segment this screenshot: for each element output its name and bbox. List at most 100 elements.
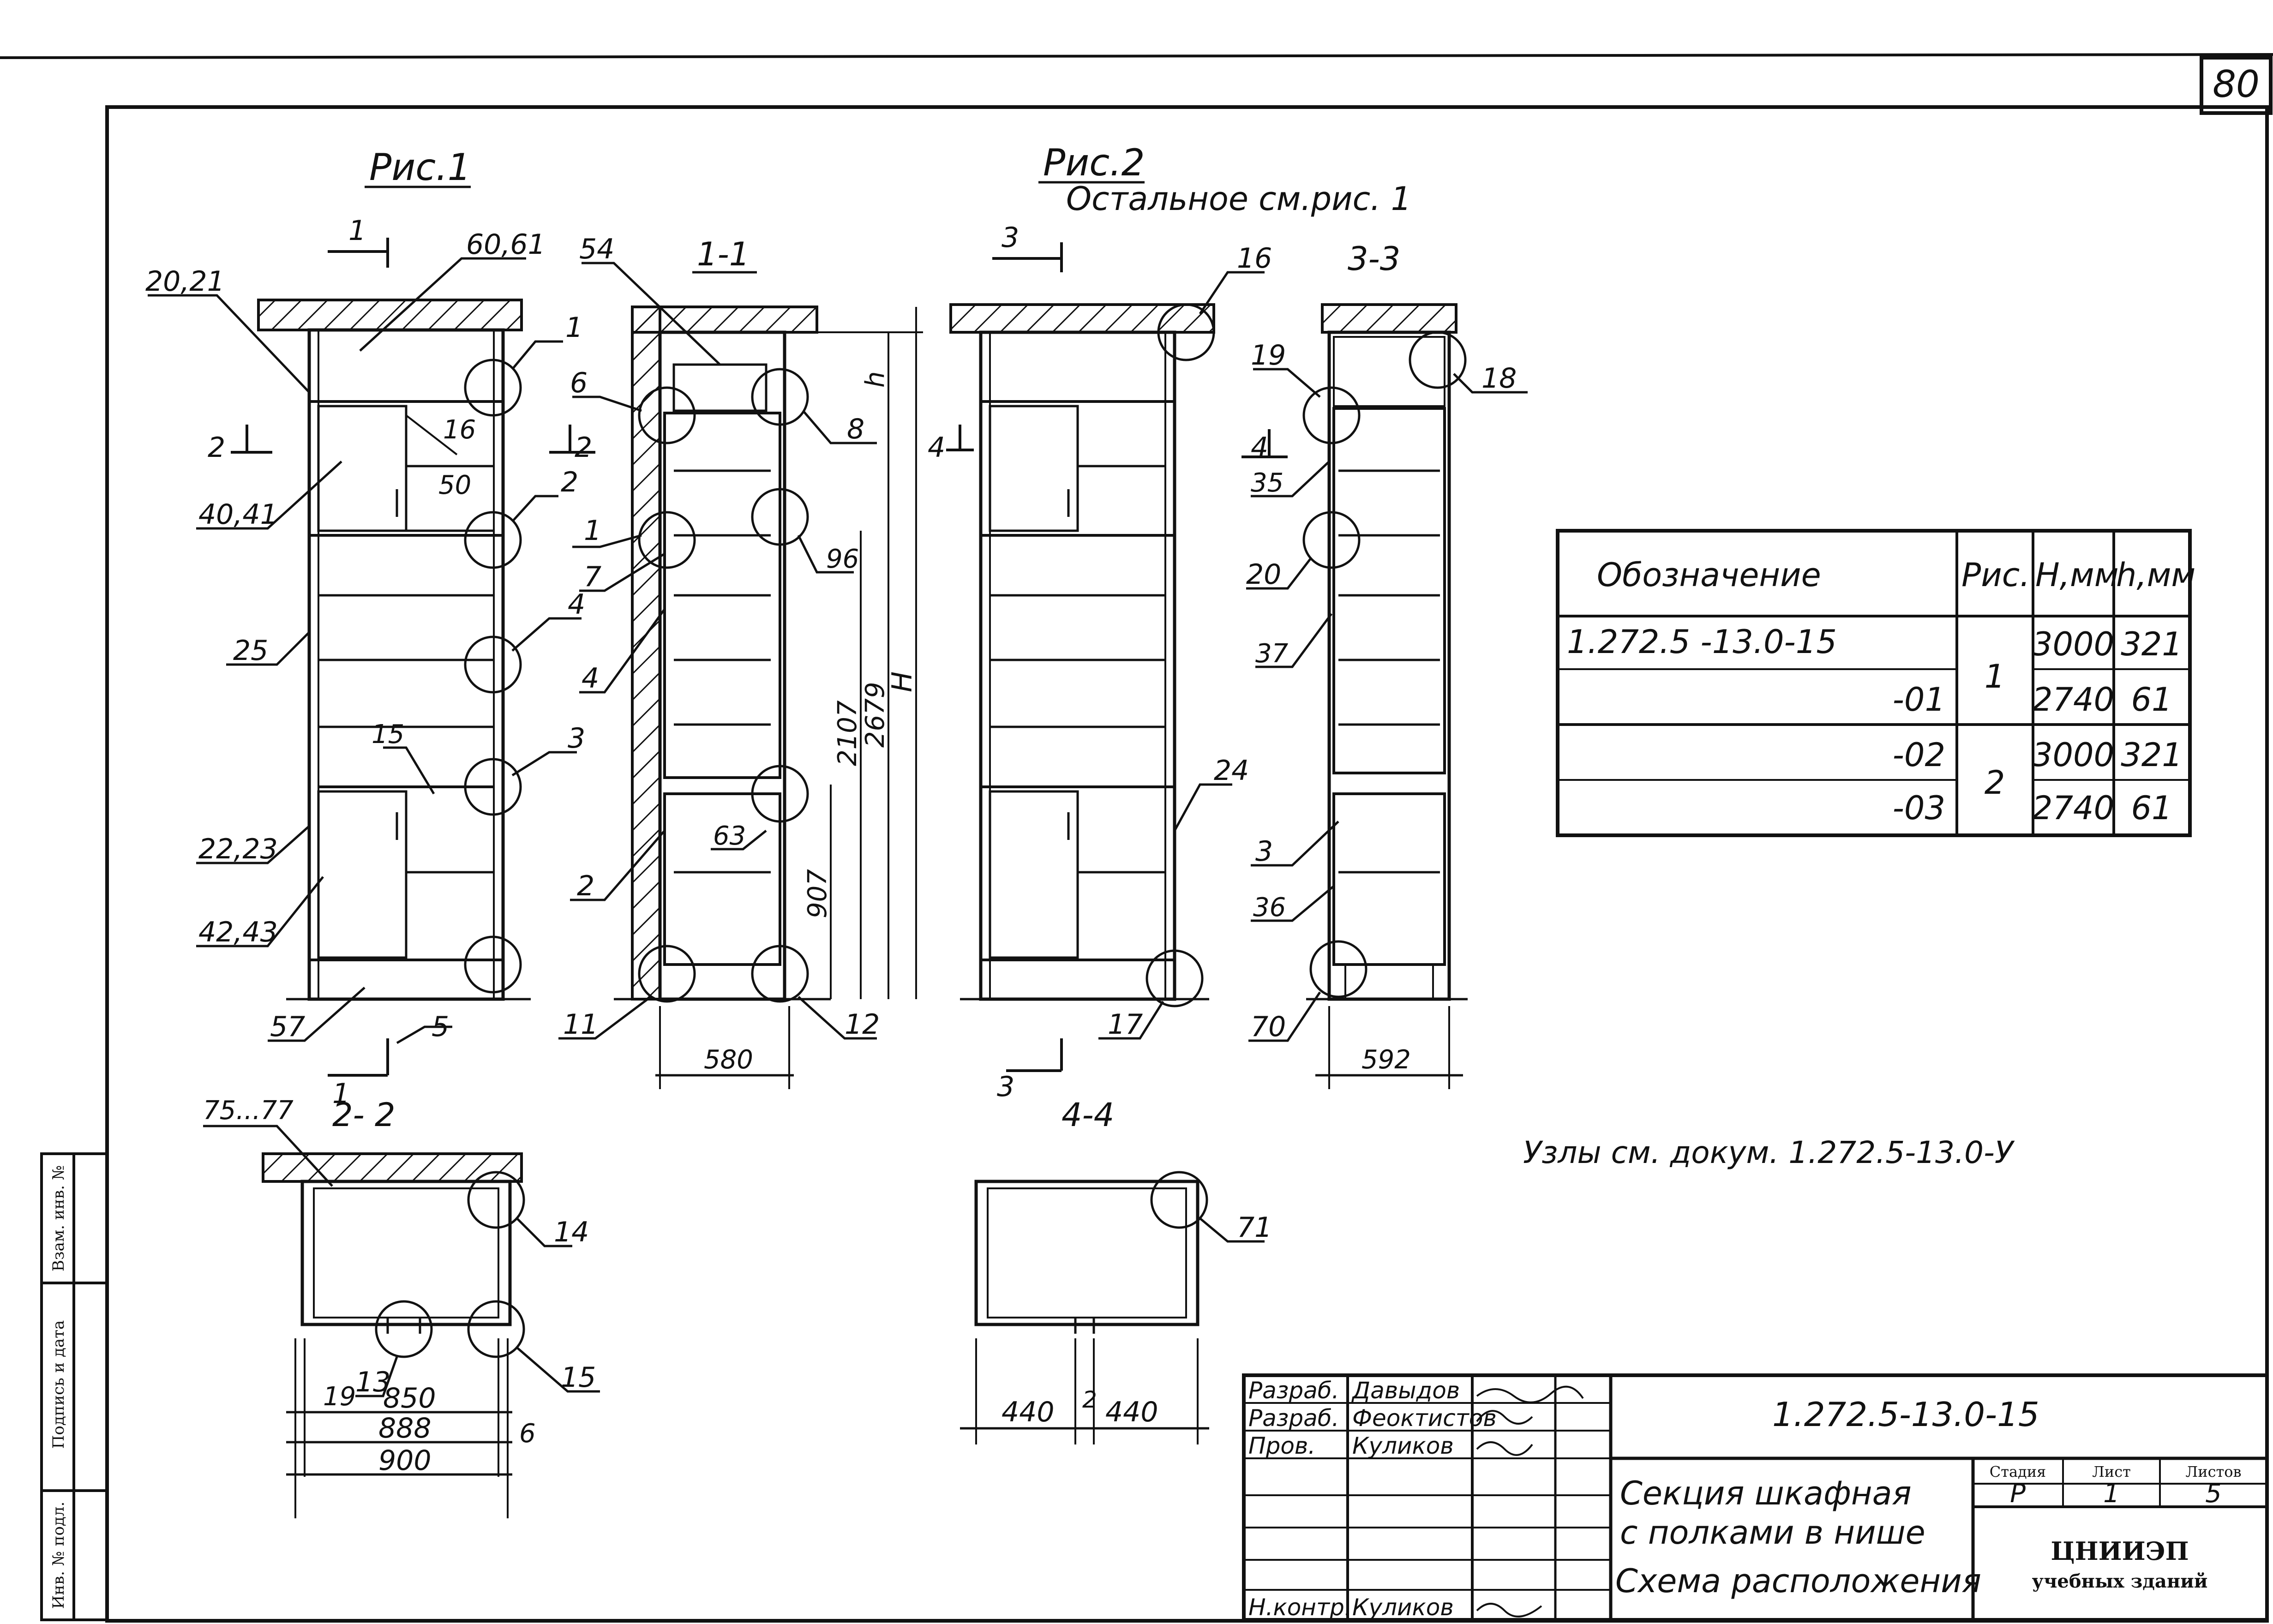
s33-callout-35: 35: [1251, 468, 1283, 498]
s11-callout-11: 11: [563, 1008, 598, 1041]
title-role-3: Н.контр.: [1248, 1594, 1352, 1621]
section-mark-2-right: 2: [575, 431, 592, 464]
section-mark-1-bottom: 1: [332, 1078, 350, 1110]
title-role-0: Разраб.: [1248, 1377, 1339, 1404]
dim-2679: 2679: [860, 682, 890, 748]
dim-H: H: [886, 671, 918, 692]
title-role-1: Разраб.: [1248, 1405, 1339, 1432]
fig1-callout-2: 2: [561, 466, 578, 498]
spec-row-3-H: 2740: [2032, 789, 2114, 827]
fig2-note: Остальное см.рис. 1: [1066, 180, 1411, 218]
fig1-callout-16: 16: [443, 415, 476, 445]
dim-888: 888: [378, 1412, 432, 1444]
spec-row-0-h: 321: [2121, 625, 2183, 663]
s11-callout-54: 54: [579, 233, 614, 265]
fig1-callout-4: 4: [568, 588, 585, 621]
section-3-3-view: [1241, 303, 1528, 1089]
fig2-callout-17: 17: [1108, 1008, 1143, 1041]
fig1-callout-15: 15: [372, 719, 404, 749]
title-sheet-label: Лист: [2092, 1463, 2131, 1480]
section-4-4-view: [960, 1171, 1265, 1444]
s11-callout-12: 12: [845, 1008, 880, 1041]
title-block: [1242, 1373, 2269, 1622]
s33-callout-3: 3: [1255, 835, 1273, 868]
title-name-2: Куликов: [1352, 1432, 1454, 1459]
s33-callout-20: 20: [1246, 558, 1281, 591]
s22-callout-14: 14: [554, 1216, 589, 1248]
section-2-2-view: [203, 1125, 600, 1518]
signature-feoktistov: [1476, 1410, 1533, 1425]
signature-kulikov-1: [1476, 1441, 1533, 1456]
dim-2: 2: [1082, 1386, 1097, 1413]
spec-row-0-H: 3000: [2032, 625, 2114, 663]
dim-907: 907: [803, 869, 833, 918]
title-sheet: 1: [2103, 1479, 2120, 1509]
section-mark-4-s33: 4: [1251, 431, 1268, 464]
s33-callout-70: 70: [1251, 1011, 1286, 1043]
section-mark-3-top: 3: [1002, 222, 1019, 254]
title-name-3: Куликов: [1352, 1594, 1454, 1621]
side-stamp-inv-swap: Взам. инв. №: [49, 1165, 68, 1271]
section-mark-1-top: 1: [348, 215, 366, 247]
fig1-callout-20-21: 20,21: [145, 265, 225, 298]
title-name-0: Давыдов: [1351, 1377, 1460, 1404]
drawing-frame: [105, 105, 2269, 1623]
s11-callout-1: 1: [584, 515, 601, 547]
spec-row-0-fig: 1: [1985, 658, 2005, 695]
title-org-line-2: учебных зданий: [2032, 1570, 2208, 1592]
title-stage: Р: [2010, 1479, 2026, 1509]
section-mark-2-left: 2: [208, 431, 225, 464]
s22-callout-75-77: 75...77: [203, 1096, 294, 1126]
dim-592: 592: [1361, 1045, 1411, 1075]
spec-table: [1556, 529, 2192, 837]
spec-row-1-h: 61: [2131, 681, 2172, 719]
fig2-callout-16: 16: [1237, 242, 1272, 275]
dim-h: h: [860, 372, 890, 388]
top-edge-line: [0, 53, 2273, 59]
dim-850: 850: [383, 1382, 436, 1414]
spec-row-2-H: 3000: [2032, 736, 2114, 774]
s11-callout-63: 63: [713, 821, 746, 851]
side-stamp-inv-orig: Инв. № подл.: [49, 1502, 68, 1609]
title-org-line-1: ЦНИИЭП: [2051, 1536, 2189, 1566]
spec-row-2-h: 321: [2121, 736, 2183, 774]
fig1-callout-40-41: 40,41: [198, 498, 278, 531]
spec-row-2-fig: 2: [1985, 764, 2005, 802]
spec-row-0-designation: 1.272.5 -13.0-15: [1567, 623, 1837, 661]
section-4-4-title: 4-4: [1062, 1096, 1114, 1134]
spec-row-2-designation: -02: [1893, 736, 1945, 774]
spec-header-H: H,мм: [2035, 556, 2119, 594]
s11-callout-7: 7: [584, 561, 601, 593]
fig1-title: Рис.1: [369, 146, 471, 189]
s33-callout-37: 37: [1255, 639, 1289, 669]
spec-header-designation: Обозначение: [1597, 556, 1821, 594]
title-line-2: с полками в нише: [1620, 1514, 1925, 1552]
section-mark-4-fig2: 4: [928, 431, 945, 464]
section-1-1-view: [558, 262, 923, 1089]
spec-row-3-designation: -03: [1893, 789, 1945, 827]
signature-davydov: [1476, 1385, 1584, 1403]
fig1-callout-3: 3: [568, 722, 585, 755]
section-2-2-title: 2- 2: [332, 1096, 396, 1134]
dim-900: 900: [378, 1444, 432, 1477]
spec-row-3-h: 61: [2131, 789, 2172, 827]
fig1-callout-22-23: 22,23: [198, 833, 278, 865]
title-sheets: 5: [2205, 1479, 2222, 1509]
spec-row-1-H: 2740: [2032, 681, 2114, 719]
fig1-callout-1: 1: [565, 312, 583, 344]
section-3-3-title: 3-3: [1348, 240, 1400, 278]
title-line-3: Схема расположения: [1615, 1562, 1981, 1600]
fig1-callout-60-61: 60,61: [466, 228, 546, 261]
spec-header-fig: Рис.: [1961, 556, 2030, 594]
title-role-2: Пров.: [1248, 1432, 1315, 1459]
fig1-callout-5: 5: [432, 1011, 449, 1043]
s44-callout-71: 71: [1237, 1211, 1272, 1244]
section-1-1-title: 1-1: [697, 235, 750, 273]
fig2-front-view: [946, 242, 1265, 1072]
title-line-1: Секция шкафная: [1620, 1474, 1912, 1512]
dim-580: 580: [704, 1045, 753, 1075]
s11-callout-6: 6: [570, 367, 588, 399]
fig2-callout-24: 24: [1214, 755, 1249, 787]
s22-callout-13: 13: [355, 1366, 390, 1398]
dim-440-left: 440: [1002, 1396, 1055, 1428]
